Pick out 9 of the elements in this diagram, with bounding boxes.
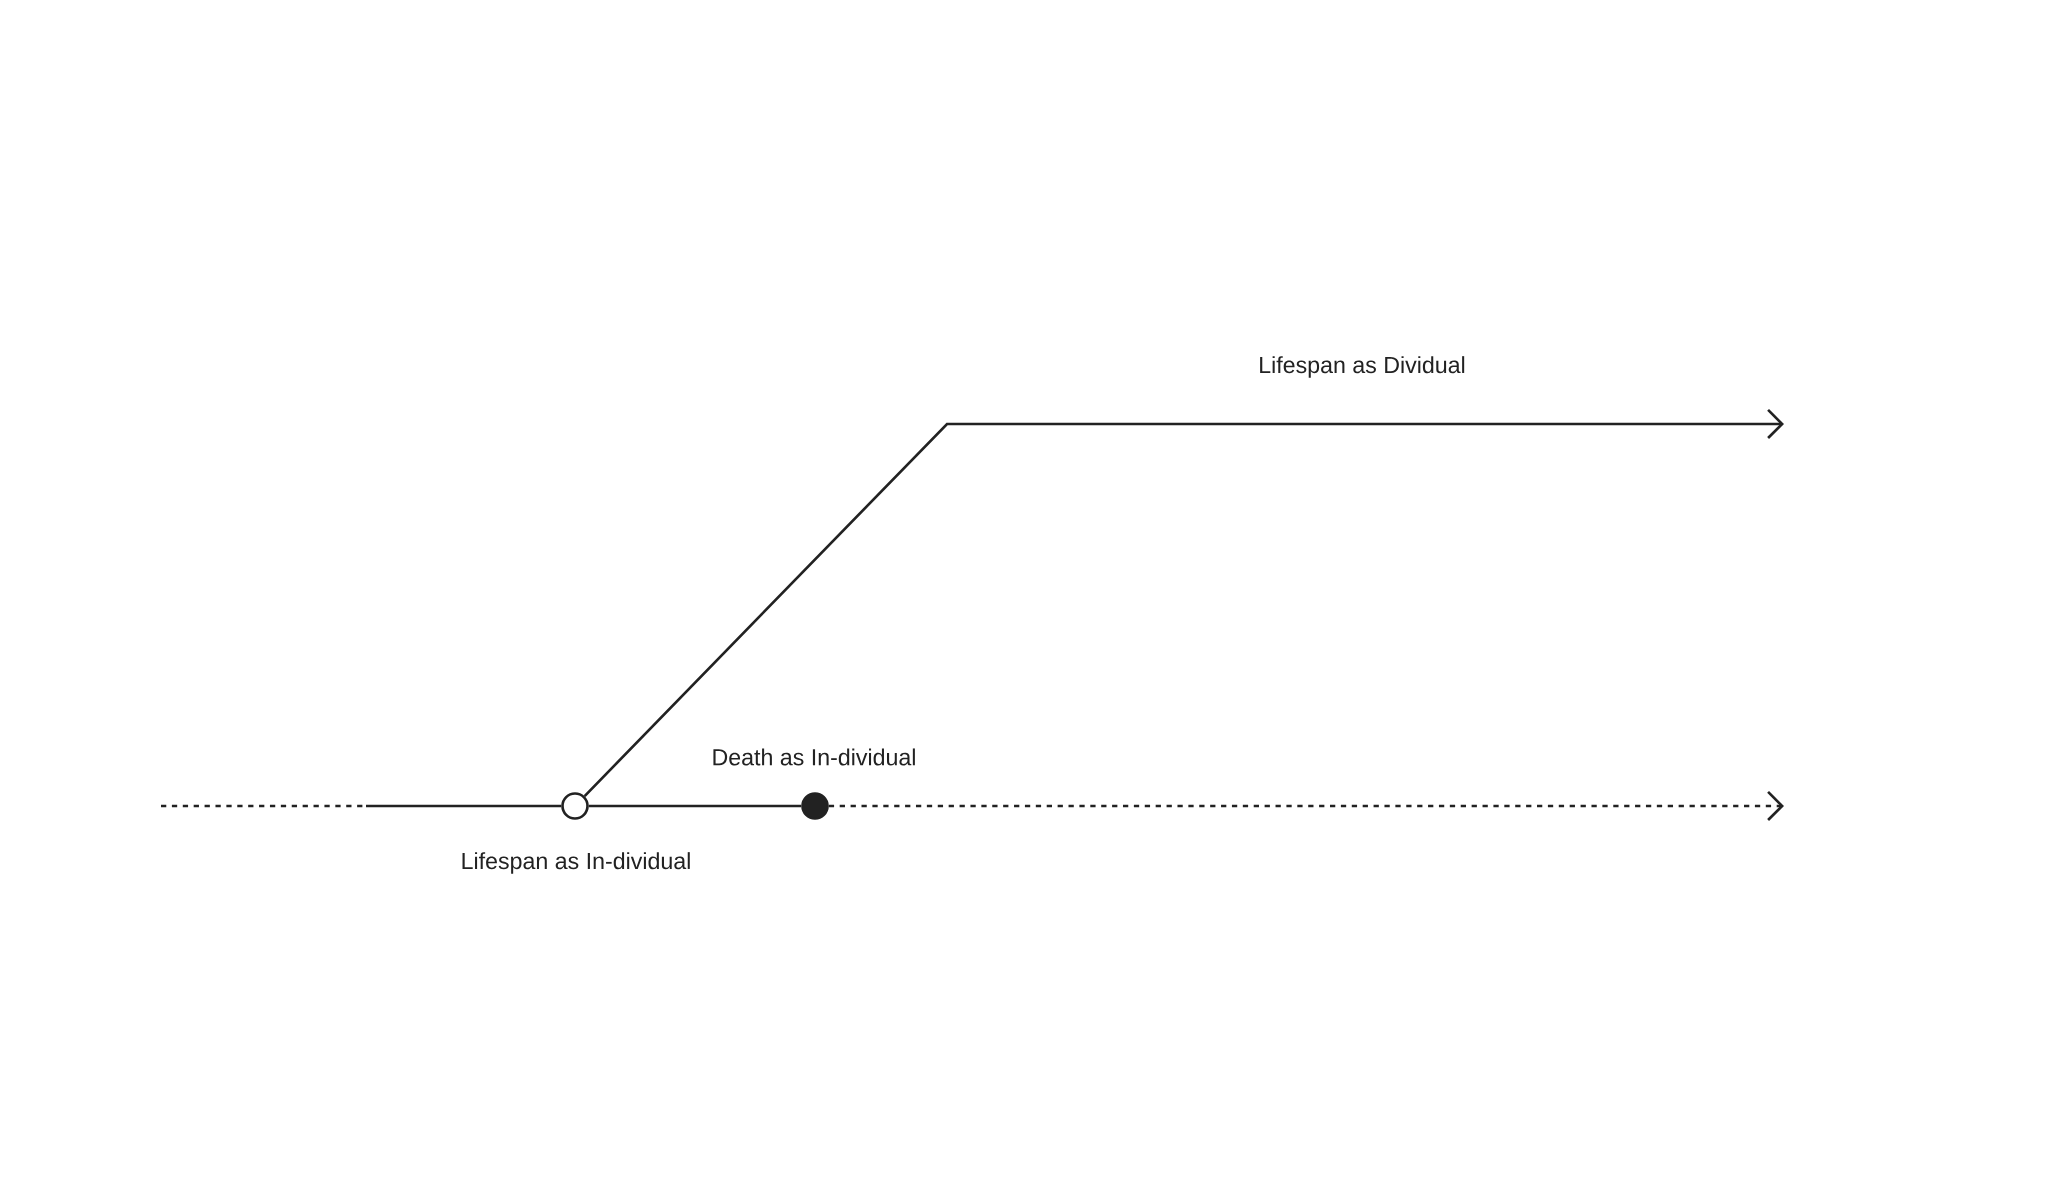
arrow [583,409,1784,797]
line [588,804,802,808]
marker-label: Lifespan as In-dividual [462,852,690,874]
filled-circle-marker [801,792,829,820]
marker-label: Death as In-dividual [713,748,915,766]
line [366,804,562,808]
open-circle-marker [561,792,589,820]
edge-label: Lifespan as Dividual [1254,352,1470,382]
arrow [828,791,1784,821]
